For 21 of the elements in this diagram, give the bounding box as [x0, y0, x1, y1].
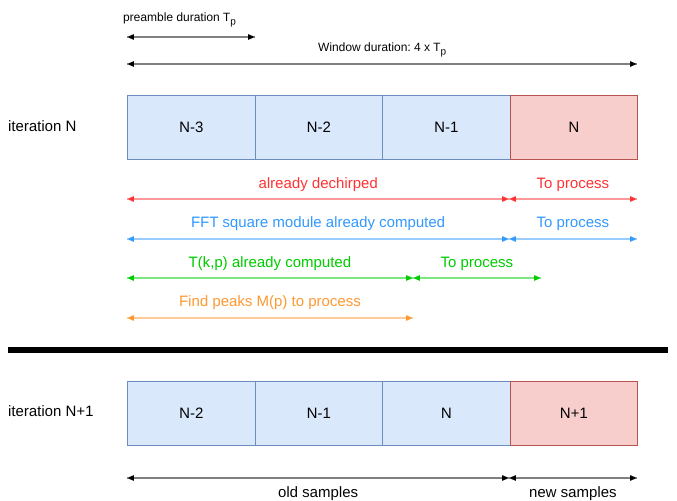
duration-label: T(k,p) already computed [188, 254, 352, 272]
duration-label: new samples [529, 484, 617, 501]
duration-label: Window duration: 4 x T$_{p}$ [318, 39, 446, 60]
duration-label: old samples [278, 484, 358, 501]
duration-label: To process [440, 254, 514, 272]
row-label: iteration N+1 [8, 403, 94, 421]
segment-box: N-2 [254, 95, 383, 160]
duration-label: To process [536, 214, 610, 232]
segment-box: N [510, 95, 638, 160]
segment-box: N [382, 381, 510, 446]
segment-box: N-1 [382, 95, 510, 160]
segment-box: N+1 [510, 381, 638, 446]
segment-box: N-3 [127, 95, 256, 160]
segment-box: N-1 [254, 381, 383, 446]
duration-label: FFT square module already computed [191, 214, 446, 232]
duration-label: To process [536, 175, 610, 193]
duration-label: preamble duration T$_{p}$ [123, 9, 236, 30]
segment-box: N-2 [127, 381, 256, 446]
duration-label: already dechirped [258, 175, 378, 193]
row-label: iteration N [8, 118, 76, 136]
duration-label: Find peaks M(p) to process [179, 293, 361, 311]
